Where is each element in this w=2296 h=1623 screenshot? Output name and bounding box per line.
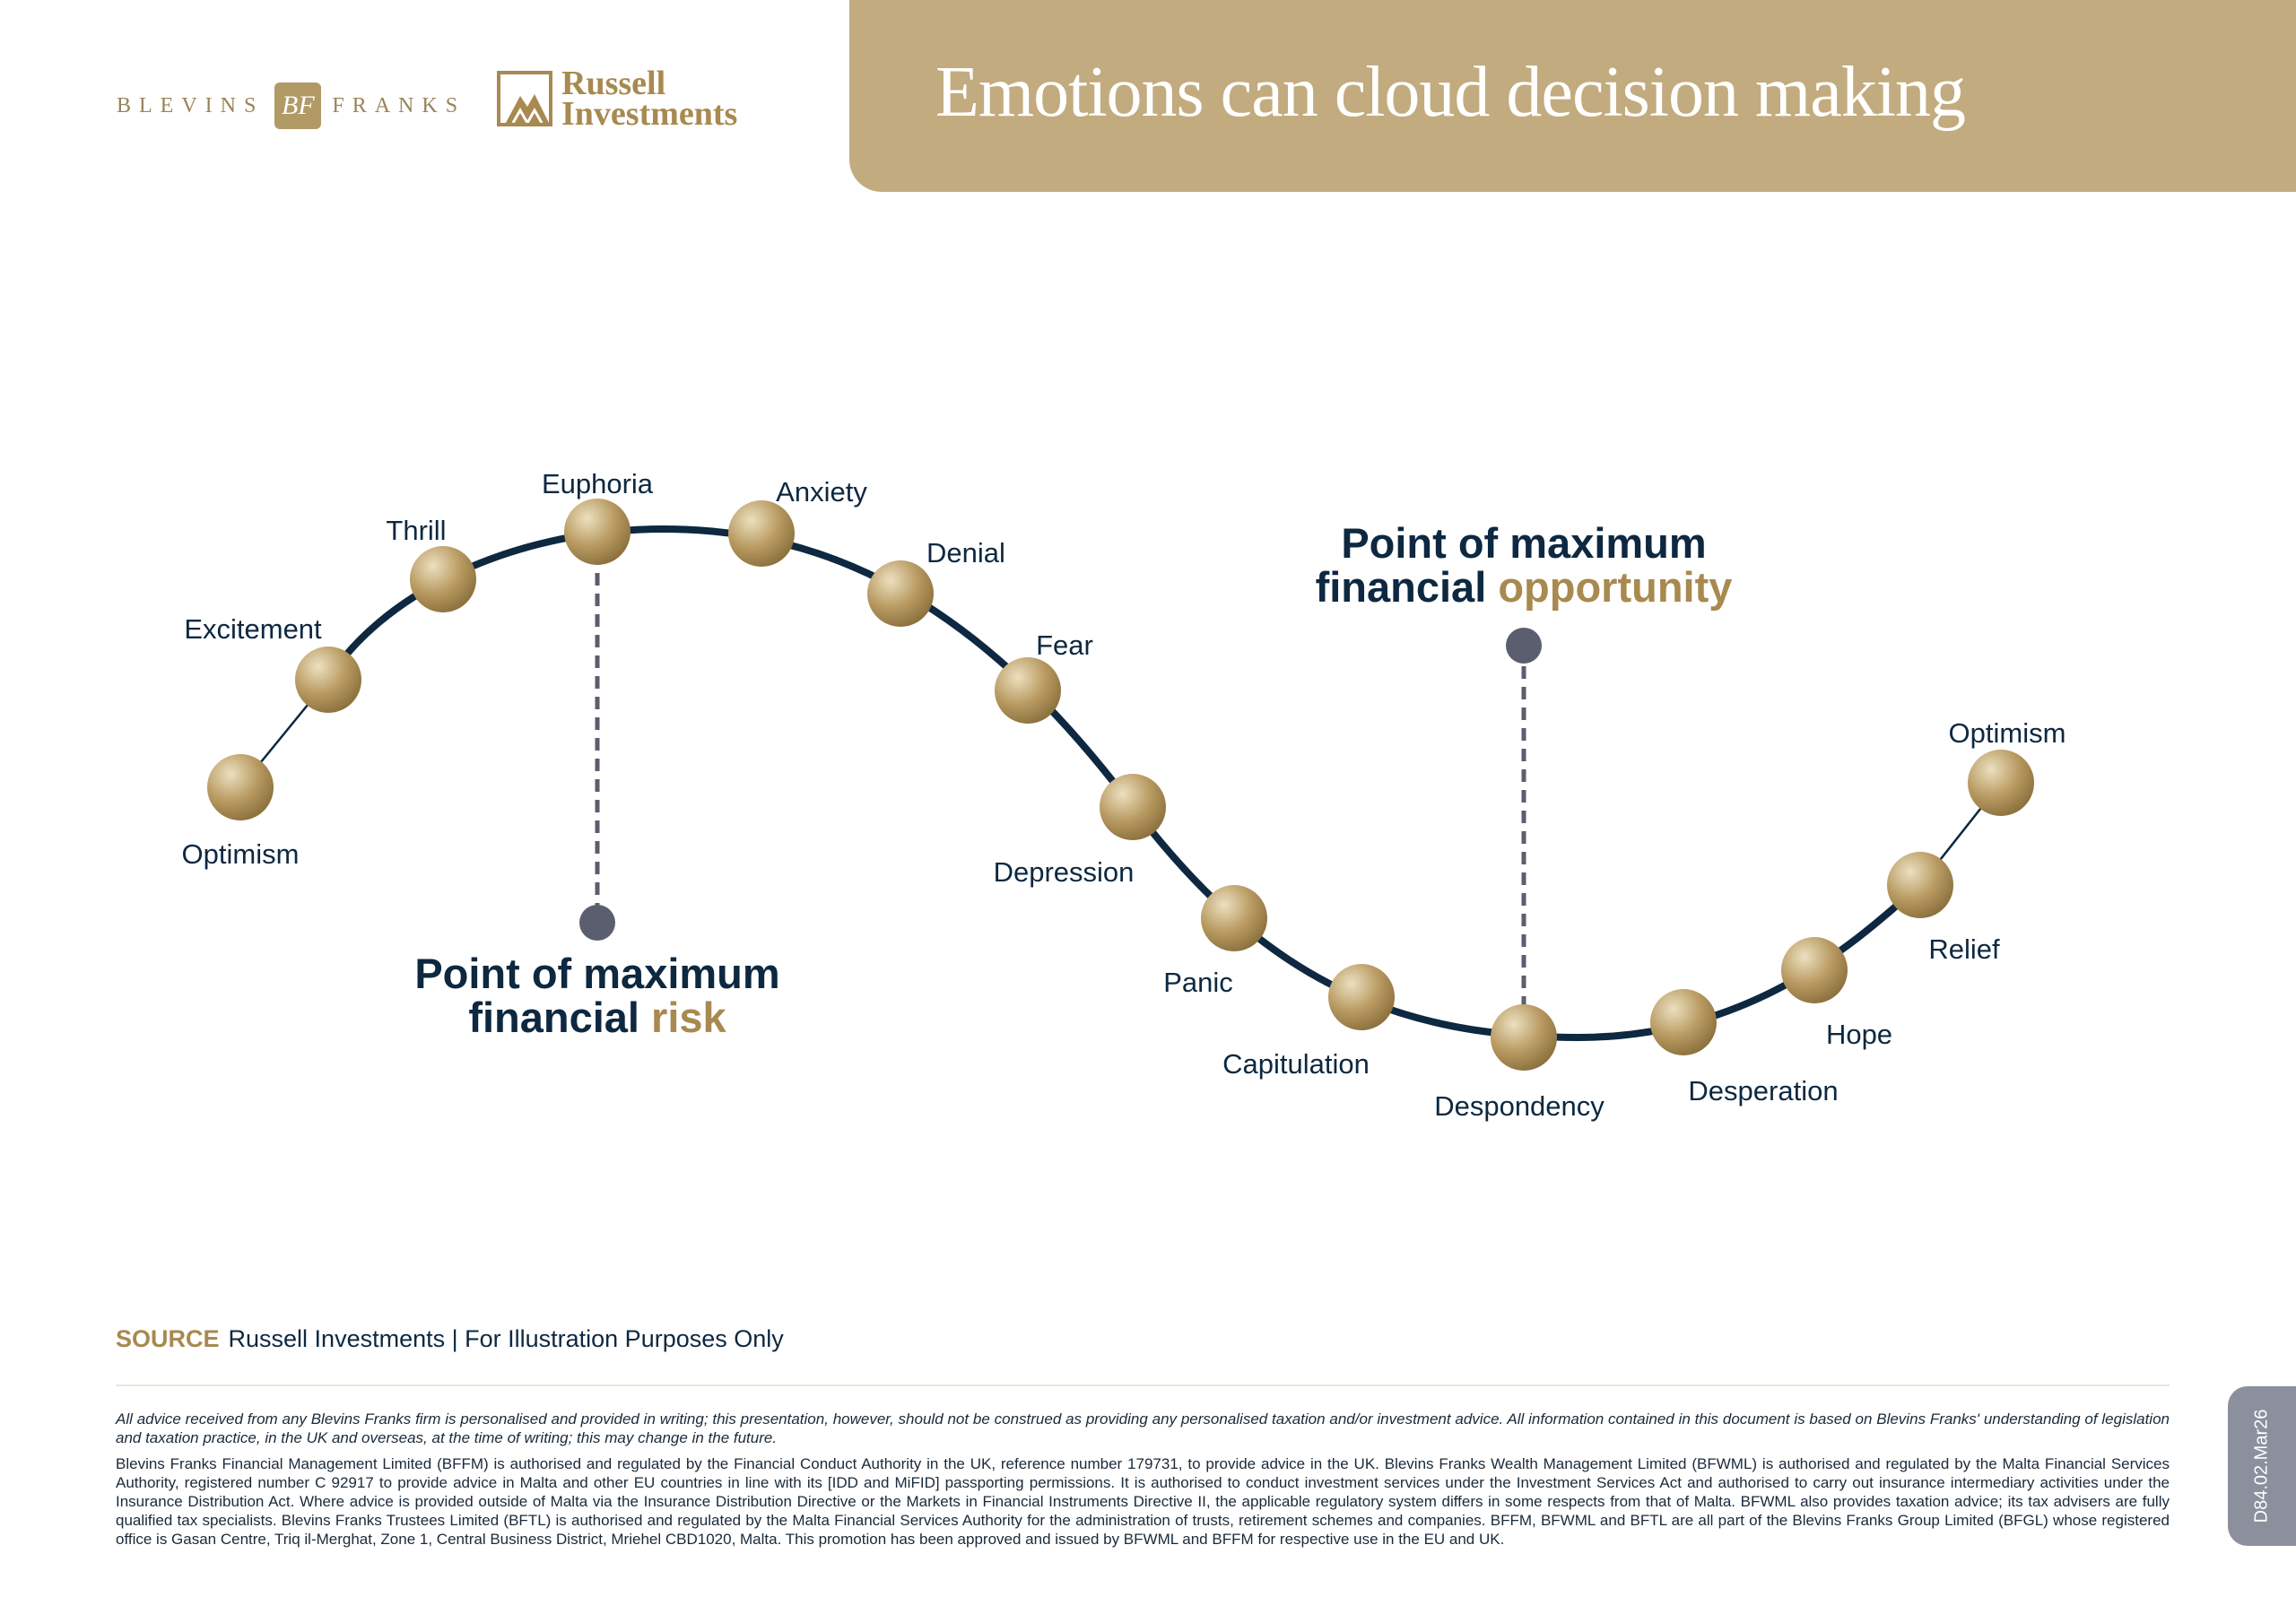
logo-word-franks: FRANKS	[332, 93, 466, 117]
risk-callout-prefix: financial	[468, 994, 651, 1041]
title-banner: Emotions can cloud decision making	[849, 0, 2296, 192]
russell-investments-logo: Russell Investments	[497, 65, 738, 133]
stage-node-optimism-start	[207, 754, 274, 820]
stage-label-panic: Panic	[1163, 967, 1233, 998]
logo-monogram: BF	[274, 82, 322, 129]
stage-label-fear: Fear	[1036, 629, 1093, 661]
stage-node-hope	[1781, 937, 1848, 1003]
logo-word-blevins: BLEVINS	[117, 93, 265, 117]
risk-marker-dot	[579, 905, 615, 941]
stage-label-optimism-end: Optimism	[1949, 717, 2066, 749]
logo-investments: Investments	[561, 95, 738, 133]
stage-label-anxiety: Anxiety	[776, 476, 867, 508]
reference-code: D84.02.Mar26	[2251, 1409, 2272, 1523]
stage-node-excitement	[295, 647, 361, 713]
stage-node-relief	[1887, 852, 1953, 918]
stage-label-hope: Hope	[1826, 1019, 1892, 1050]
stage-label-euphoria: Euphoria	[542, 468, 654, 499]
stage-label-despondency: Despondency	[1434, 1090, 1605, 1122]
mountain-icon	[497, 71, 552, 126]
stage-node-denial	[867, 560, 934, 627]
stage-label-relief: Relief	[1928, 933, 2000, 965]
source-text: Russell Investments | For Illustration P…	[228, 1325, 784, 1352]
source-label: SOURCE	[116, 1325, 220, 1352]
risk-callout-line1: Point of maximum	[414, 950, 779, 997]
stage-label-depression: Depression	[994, 856, 1135, 888]
stage-label-capitulation: Capitulation	[1222, 1048, 1370, 1080]
stage-label-thrill: Thrill	[386, 515, 446, 546]
stage-node-desperation	[1650, 989, 1717, 1055]
risk-callout-highlight: risk	[651, 994, 726, 1041]
stage-label-denial: Denial	[926, 537, 1005, 568]
stage-label-excitement: Excitement	[184, 613, 322, 645]
opportunity-callout-prefix: financial	[1316, 563, 1499, 611]
stage-node-euphoria	[564, 499, 631, 565]
stage-label-optimism-start: Optimism	[182, 838, 300, 870]
stage-node-capitulation	[1328, 964, 1395, 1030]
disclaimer-italic: All advice received from any Blevins Fra…	[116, 1410, 2170, 1446]
stage-node-anxiety	[728, 500, 795, 567]
logo-russell: Russell	[561, 65, 666, 102]
opportunity-callout-line1: Point of maximum	[1341, 519, 1706, 567]
stage-node-thrill	[410, 546, 476, 612]
disclaimer-regulatory: Blevins Franks Financial Management Limi…	[116, 1455, 2170, 1548]
opportunity-callout-highlight: opportunity	[1498, 563, 1732, 611]
stage-node-fear	[995, 657, 1061, 724]
stage-node-depression	[1100, 774, 1166, 840]
source-note: SOURCE Russell Investments | For Illustra…	[116, 1325, 784, 1353]
risk-callout-line2: financial risk	[468, 994, 726, 1041]
divider	[116, 1384, 2170, 1386]
stage-label-desperation: Desperation	[1688, 1075, 1838, 1107]
opportunity-marker-dot	[1506, 628, 1542, 664]
stage-node-panic	[1201, 885, 1267, 951]
stage-node-optimism-end	[1968, 750, 2034, 816]
page-title: Emotions can cloud decision making	[935, 53, 1966, 132]
reference-tab: D84.02.Mar26	[2228, 1386, 2296, 1546]
stage-node-despondency	[1491, 1004, 1557, 1071]
blevins-franks-logo: BLEVINS BF FRANKS	[117, 79, 465, 133]
opportunity-callout-line2: financial opportunity	[1316, 563, 1733, 611]
